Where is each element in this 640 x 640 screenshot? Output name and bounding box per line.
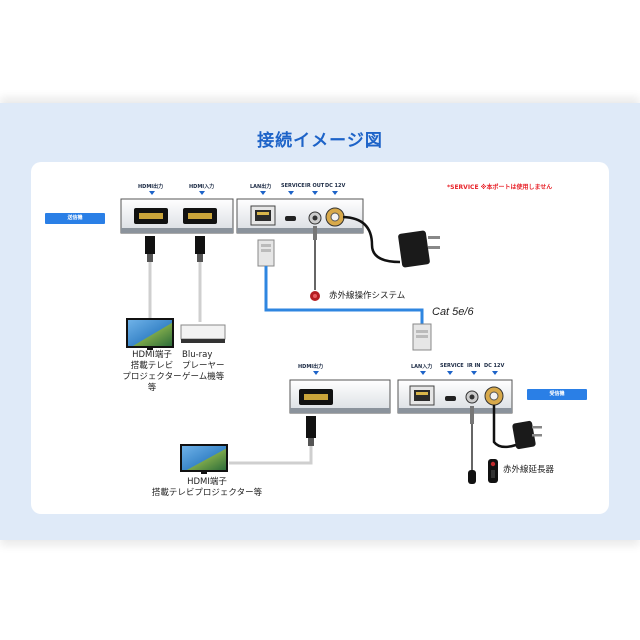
receiver-power-adapter: [492, 405, 542, 450]
service-note: *SERVICE ※本ポートは使用しません: [447, 184, 553, 191]
arrow-down-icon: [199, 191, 205, 195]
ir-extender-device: [488, 459, 498, 483]
receiver-label-dc: DC 12V: [484, 363, 505, 369]
page-title: 接続イメージ図: [257, 131, 383, 151]
tv-left: [126, 318, 174, 350]
sender-label-hdmi-out: HDMI出力: [138, 184, 164, 190]
caption-ir-extender: 赤外線延長器: [503, 465, 555, 475]
caption-line: ゲーム機等: [182, 372, 225, 382]
arrow-down-icon: [288, 191, 294, 195]
ir-out-cable: [310, 226, 320, 301]
arrow-down-icon: [420, 371, 426, 375]
caption-line: HDMI端子: [187, 477, 227, 487]
sender-tag: 送信機: [45, 213, 105, 224]
receiver-label-ir-in: IR IN: [467, 363, 481, 369]
caption-tv-left: HDMI端子 搭載テレビ プロジェクター 等: [102, 350, 202, 394]
lan-cable: [257, 239, 432, 351]
caption-bluray: Blu-ray プレーヤー ゲーム機等: [182, 350, 225, 383]
caption-line: プレーヤー: [182, 361, 225, 371]
caption-line: 搭載テレビプロジェクター等: [151, 488, 263, 498]
receiver-hdmi-unit: [289, 379, 391, 414]
receiver-hdmi-cable: [229, 416, 316, 465]
caption-line: プロジェクター: [122, 372, 182, 382]
sender-hdmi-cables: [145, 236, 205, 322]
arrow-down-icon: [313, 371, 319, 375]
arrow-down-icon: [471, 371, 477, 375]
sender-label-ir-out: IR OUT: [305, 183, 325, 189]
receiver-label-service: SERVICE: [440, 363, 464, 369]
receiver-label-hdmi-out: HDMI出力: [298, 364, 324, 370]
sender-label-hdmi-in: HDMI入力: [189, 184, 215, 190]
bluray-player: [180, 324, 226, 343]
sender-label-service: SERVICE: [281, 183, 305, 189]
caption-line: HDMI端子: [132, 350, 172, 360]
caption-line: 搭載テレビ: [130, 361, 174, 371]
sender-label-dc: DC 12V: [325, 183, 346, 189]
sender-lan-unit: [236, 198, 364, 234]
sender-label-lan-out: LAN出力: [250, 184, 272, 190]
sender-hdmi-unit: [120, 198, 234, 234]
caption-ir-system: 赤外線操作システム: [329, 291, 406, 301]
arrow-down-icon: [312, 191, 318, 195]
ir-in-cable: [468, 406, 476, 484]
arrow-down-icon: [447, 371, 453, 375]
arrow-down-icon: [332, 191, 338, 195]
sender-power-adapter: [342, 215, 440, 268]
receiver-label-lan-in: LAN入力: [411, 364, 433, 370]
caption-line: 等: [147, 383, 157, 393]
arrow-down-icon: [492, 371, 498, 375]
tv-bottom: [180, 444, 228, 474]
caption-cable: Cat 5e/6: [432, 306, 474, 318]
arrow-down-icon: [260, 191, 266, 195]
caption-line: Blu-ray: [182, 350, 213, 360]
caption-tv-bottom: HDMI端子 搭載テレビプロジェクター等: [140, 477, 274, 499]
receiver-tag: 受信機: [527, 389, 587, 400]
arrow-down-icon: [149, 191, 155, 195]
